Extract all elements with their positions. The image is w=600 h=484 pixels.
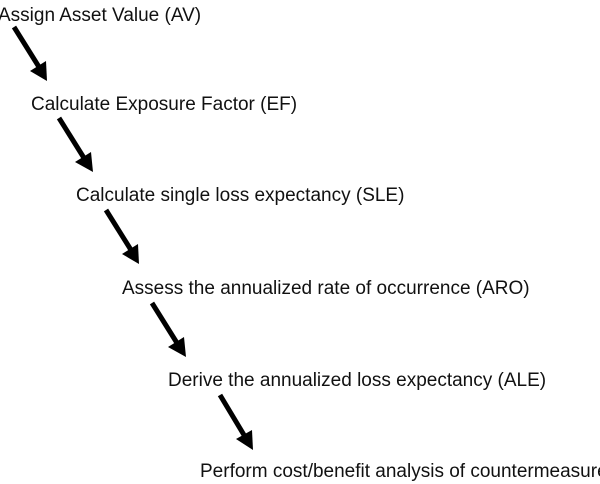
arrow-4-icon — [149, 301, 186, 357]
step-assign-asset-value: Assign Asset Value (AV) — [0, 5, 201, 26]
arrow-5-icon — [217, 393, 253, 450]
step-calculate-exposure-factor: Calculate Exposure Factor (EF) — [31, 94, 297, 115]
step-assess-annualized-rate-of-occurrence: Assess the annualized rate of occurrence… — [122, 278, 530, 299]
step-derive-annualized-loss-expectancy: Derive the annualized loss expectancy (A… — [168, 370, 546, 391]
arrow-3-icon — [103, 208, 139, 264]
step-calculate-single-loss-expectancy: Calculate single loss expectancy (SLE) — [76, 185, 404, 206]
step-perform-cost-benefit-analysis: Perform cost/benefit analysis of counter… — [200, 461, 600, 482]
arrow-2-icon — [56, 116, 93, 172]
arrow-1-icon — [11, 25, 47, 81]
